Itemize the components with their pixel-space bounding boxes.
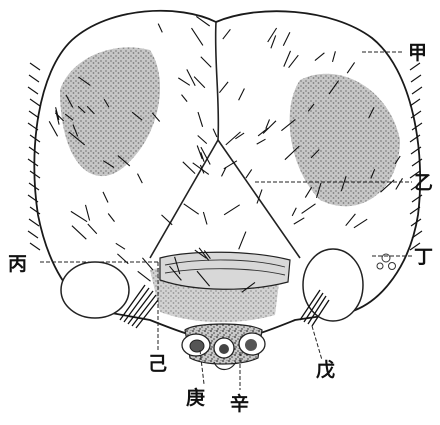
left-eye	[61, 262, 129, 318]
seta	[284, 51, 291, 67]
label-xin: 辛	[230, 392, 249, 415]
seta	[198, 112, 203, 127]
mouthparts	[182, 324, 265, 370]
seta	[315, 53, 325, 61]
seta	[292, 208, 296, 216]
seta	[257, 139, 266, 144]
marginal-seta	[410, 63, 420, 70]
seta	[116, 243, 125, 249]
label-yi: 乙	[414, 172, 433, 194]
seta	[219, 82, 228, 93]
seta	[283, 32, 290, 46]
marginal-seta	[29, 111, 39, 118]
marginal-seta	[30, 99, 40, 106]
seta	[162, 215, 173, 225]
seta	[72, 226, 86, 240]
seta	[138, 174, 143, 184]
seta	[271, 35, 276, 48]
seta	[347, 62, 354, 73]
seta	[182, 95, 188, 102]
marginal-seta	[29, 219, 39, 226]
seta	[103, 192, 108, 203]
seta	[187, 69, 195, 85]
seta	[108, 214, 114, 222]
seta	[396, 178, 403, 189]
marginal-seta	[412, 195, 422, 202]
seta	[213, 129, 217, 137]
marginal-seta	[28, 87, 38, 94]
seta	[158, 24, 162, 33]
seta	[289, 55, 299, 67]
seta	[263, 121, 276, 134]
seta	[178, 78, 190, 85]
seta	[194, 77, 205, 88]
seta	[71, 211, 87, 221]
marginal-seta	[30, 243, 40, 250]
seta	[354, 219, 367, 228]
marginal-seta	[29, 75, 39, 82]
seta	[346, 214, 356, 226]
marginal-seta	[28, 159, 38, 166]
marginal-seta	[30, 63, 40, 70]
seta	[258, 128, 268, 136]
seta	[302, 204, 316, 214]
seta	[201, 57, 211, 68]
seta	[268, 28, 277, 42]
marginal-seta	[412, 87, 422, 94]
label-bing: 丙	[8, 253, 27, 275]
marginal-seta	[28, 231, 38, 238]
marginal-seta	[410, 99, 420, 106]
seta	[246, 169, 252, 178]
seta	[203, 212, 207, 225]
label-ji: 己	[148, 353, 167, 375]
seta	[198, 136, 207, 144]
seta	[226, 132, 241, 145]
seta	[138, 271, 151, 281]
marginal-seta	[30, 207, 40, 214]
seta	[224, 205, 240, 215]
seta	[86, 205, 90, 221]
seta	[239, 232, 246, 250]
seta	[223, 29, 231, 39]
seta	[305, 187, 311, 197]
seta	[142, 258, 153, 270]
label-ding: 丁	[414, 246, 433, 268]
seta	[192, 28, 203, 45]
label-wu: 戊	[316, 358, 335, 381]
seta	[294, 218, 305, 224]
seta	[193, 163, 209, 175]
seta	[239, 89, 245, 101]
seta	[88, 224, 97, 234]
marginal-seta	[412, 123, 422, 130]
label-geng: 庚	[186, 386, 205, 409]
seta	[333, 51, 336, 62]
marginal-seta	[411, 75, 421, 82]
seta	[184, 204, 199, 214]
label-jia: 甲	[408, 42, 427, 64]
seta	[49, 121, 57, 136]
